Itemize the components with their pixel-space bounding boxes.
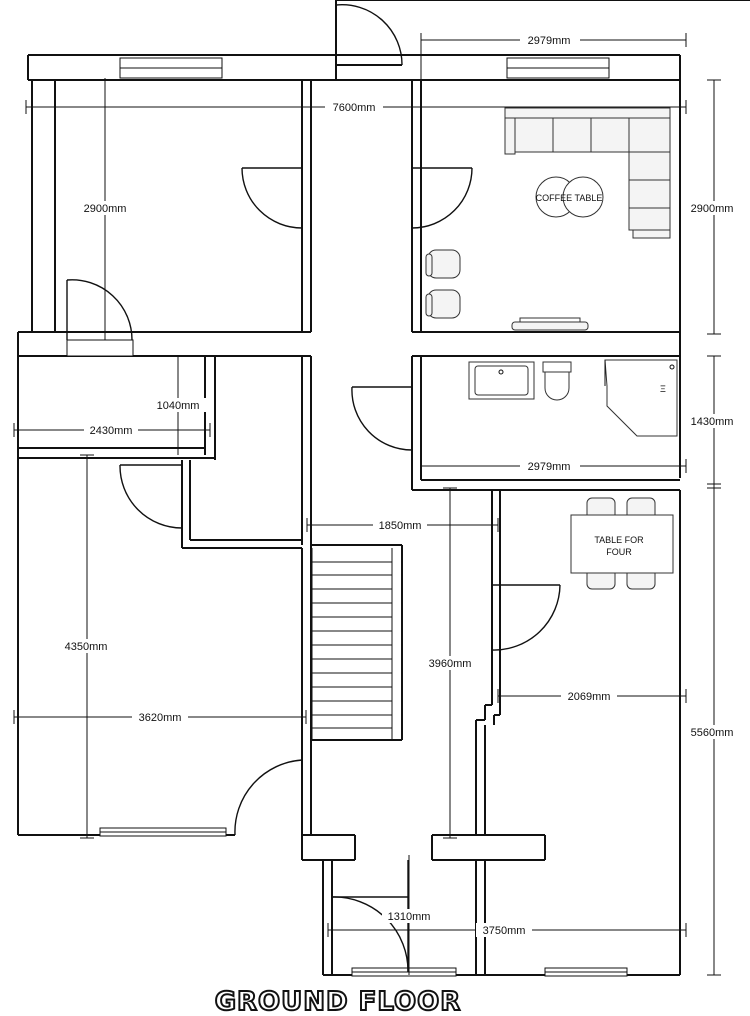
door-swing-small-room — [66, 279, 133, 341]
coffee-table-label: COFFEE TABLE — [536, 193, 603, 203]
svg-text:Ξ: Ξ — [660, 384, 666, 394]
staircase — [311, 548, 393, 740]
door-swing-front-right — [411, 167, 473, 229]
dim-front-right-depth: 2900mm — [691, 203, 734, 215]
dim-hall-width: 1850mm — [379, 520, 422, 532]
door-swing-entrance — [335, 4, 403, 66]
door-swing-bathroom — [351, 386, 413, 451]
door-swing-inner — [119, 464, 183, 529]
plan-title: GROUND FLOOR — [215, 987, 462, 1016]
dim-small-room-depth: 1040mm — [157, 400, 200, 412]
toilet-bowl — [544, 371, 570, 401]
dining-table-label-1: TABLE FOR — [594, 535, 644, 545]
dim-front-left-depth: 2900mm — [84, 203, 127, 215]
dim-kitchen-corridor: 3960mm — [429, 658, 472, 670]
dim-kitchen-width: 2069mm — [568, 691, 611, 703]
door-swing-living — [234, 759, 303, 836]
dim-bathroom-width: 2979mm — [528, 461, 571, 473]
armchairs — [425, 249, 461, 319]
bathroom-fixtures: Ξ — [468, 359, 678, 437]
dining-table: TABLE FOR FOUR — [570, 497, 674, 590]
dim-living-room-depth: 4350mm — [65, 641, 108, 653]
window-small — [66, 339, 134, 357]
doors — [66, 4, 561, 973]
dim-overall-width: 7600mm — [333, 102, 376, 114]
dim-living-room-width: 3620mm — [139, 712, 182, 724]
dim-small-room-width: 2430mm — [90, 425, 133, 437]
dim-kitchen-depth: 5560mm — [691, 727, 734, 739]
dim-porch-depth: 1310mm — [388, 911, 431, 923]
door-swing-porch — [331, 896, 409, 973]
dim-rear-width: 3750mm — [483, 925, 526, 937]
dim-bathroom-depth: 1430mm — [691, 416, 734, 428]
tv-stand — [511, 317, 589, 331]
door-swing-kitchen — [491, 584, 561, 651]
windows — [66, 57, 628, 977]
door-swing-front-left — [241, 167, 303, 229]
sofa — [504, 107, 671, 239]
coffee-table: COFFEE TABLE — [535, 176, 604, 218]
toilet-cistern — [542, 361, 572, 373]
dimension-lines: 2979mm 7600mm 2900mm 2900mm 1040mm 2430m… — [13, 33, 742, 976]
dim-top-right-width: 2979mm — [528, 35, 571, 47]
dining-table-label-2: FOUR — [606, 547, 632, 557]
shower — [604, 359, 678, 437]
